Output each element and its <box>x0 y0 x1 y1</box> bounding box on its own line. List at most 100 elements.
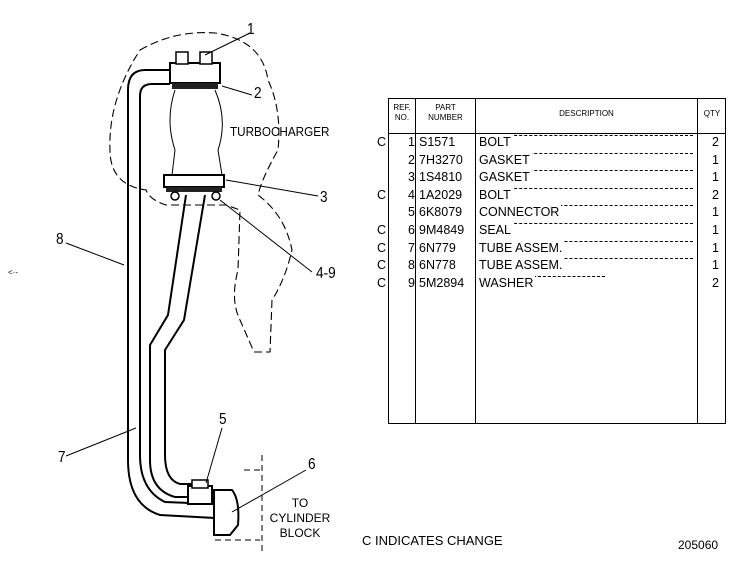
bolt-left <box>175 51 189 65</box>
description-text: WASHER <box>479 275 536 290</box>
leader-dots <box>479 205 693 207</box>
leader-dots <box>479 152 693 154</box>
quantity: 1 <box>712 205 719 220</box>
callout-6: 6 <box>308 456 316 473</box>
table-row: 2 7H3270 GASKET 1 <box>389 152 727 170</box>
leader-dots <box>479 258 693 260</box>
lower-flange <box>163 174 225 188</box>
part-number: 7H3270 <box>419 152 463 167</box>
description-text: GASKET <box>479 152 532 167</box>
cylinder-block-outline <box>215 455 264 555</box>
ref-number: 4 <box>408 187 415 202</box>
header-part-number: PART NUMBER <box>428 103 463 122</box>
callout-2: 2 <box>254 85 262 102</box>
leader-dots <box>479 275 605 277</box>
lower-gasket <box>166 187 222 192</box>
quantity: 1 <box>712 223 719 237</box>
table-row: C 1 S1571 BOLT 2 <box>377 135 727 152</box>
header-qty: QTY <box>703 109 721 118</box>
ref-number: 5 <box>408 205 415 220</box>
upper-flange <box>169 62 221 84</box>
change-legend: C INDICATES CHANGE <box>362 533 503 548</box>
leader-dots <box>479 187 693 189</box>
table-row: 3 1S4810 GASKET 1 <box>389 170 727 187</box>
quantity: 1 <box>712 240 719 255</box>
header-ref-no: REF. NO. <box>393 103 411 122</box>
table-row: 5 6K8079 CONNECTOR 1 <box>389 205 727 222</box>
table-row: C 9 5M2894 WASHER 2 <box>377 275 727 293</box>
header-description: DESCRIPTION <box>559 109 614 118</box>
callout-8: 8 <box>56 231 64 248</box>
quantity: 1 <box>712 152 719 167</box>
description: BOLT <box>479 187 693 202</box>
ref-number: 1 <box>408 135 415 149</box>
callout-3: 3 <box>320 189 328 206</box>
part-number: S1571 <box>419 135 456 149</box>
part-number: 9M4849 <box>419 223 465 237</box>
quantity: 2 <box>712 135 719 149</box>
part-number: 6K8079 <box>419 205 463 220</box>
description-text: TUBE ASSEM. <box>479 258 565 273</box>
tube-8 <box>127 69 216 519</box>
table-row: C 6 9M4849 SEAL 1 <box>377 223 727 240</box>
quantity: 2 <box>712 187 719 202</box>
leader-dots <box>479 170 693 172</box>
leader-dots <box>479 135 693 136</box>
ref-number: 9 <box>408 275 415 290</box>
ref-number: 8 <box>408 258 415 273</box>
description: TUBE ASSEM. <box>479 258 693 273</box>
change-marker: C <box>377 258 387 273</box>
description-text: BOLT <box>479 187 513 202</box>
ref-number: 7 <box>408 240 415 255</box>
table-row: C 4 1A2029 BOLT 2 <box>377 187 727 205</box>
leader-dots <box>479 223 693 224</box>
change-marker: C <box>377 275 387 290</box>
part-number: 6N779 <box>419 240 456 255</box>
table-row: C 7 6N779 TUBE ASSEM. 1 <box>377 240 727 258</box>
part-number: 1A2029 <box>419 187 463 202</box>
seal-fitting <box>213 489 240 536</box>
quantity: 2 <box>712 275 719 290</box>
callout-1: 1 <box>247 21 255 38</box>
description: GASKET <box>479 170 693 185</box>
description-text: CONNECTOR <box>479 205 562 220</box>
description: GASKET <box>479 152 693 167</box>
ref-number: 6 <box>408 223 415 237</box>
part-number: 5M2894 <box>419 275 465 290</box>
margin-mark: <·- <box>8 268 18 277</box>
ref-number: 3 <box>408 170 415 185</box>
tube-assembly-drawing <box>65 32 319 555</box>
description: CONNECTOR <box>479 205 693 220</box>
exploded-parts-diagram: 1 2 3 4-9 5 6 7 8 TURBOCHARGER TO CYLIND… <box>56 21 336 555</box>
part-number: 6N778 <box>419 258 456 273</box>
description: BOLT <box>479 135 693 149</box>
callout-7: 7 <box>58 449 66 466</box>
change-marker: C <box>377 135 387 149</box>
callout-5: 5 <box>219 411 227 428</box>
ref-number: 2 <box>408 152 415 167</box>
tube-7 <box>149 194 200 498</box>
quantity: 1 <box>712 170 719 185</box>
bolt-right <box>199 51 213 65</box>
figure-number: 205060 <box>678 538 719 552</box>
description-text: SEAL <box>479 223 513 237</box>
description: TUBE ASSEM. <box>479 240 693 255</box>
turbocharger-outline <box>109 32 293 353</box>
leader-dots <box>479 240 693 242</box>
turbocharger-label: TURBOCHARGER <box>230 124 330 139</box>
description-text: BOLT <box>479 135 513 149</box>
change-marker: C <box>377 223 387 237</box>
to-cylinder-block-label: TO CYLINDER BLOCK <box>269 496 331 540</box>
callout-4-9: 4-9 <box>316 265 336 282</box>
description: WASHER <box>479 275 605 290</box>
part-number: 1S4810 <box>419 170 463 185</box>
description-text: TUBE ASSEM. <box>479 240 565 255</box>
change-marker: C <box>377 187 387 202</box>
turbo-body <box>169 89 223 176</box>
change-marker: C <box>377 240 387 255</box>
upper-gasket <box>172 83 218 89</box>
description: SEAL <box>479 223 693 237</box>
description-text: GASKET <box>479 170 532 185</box>
